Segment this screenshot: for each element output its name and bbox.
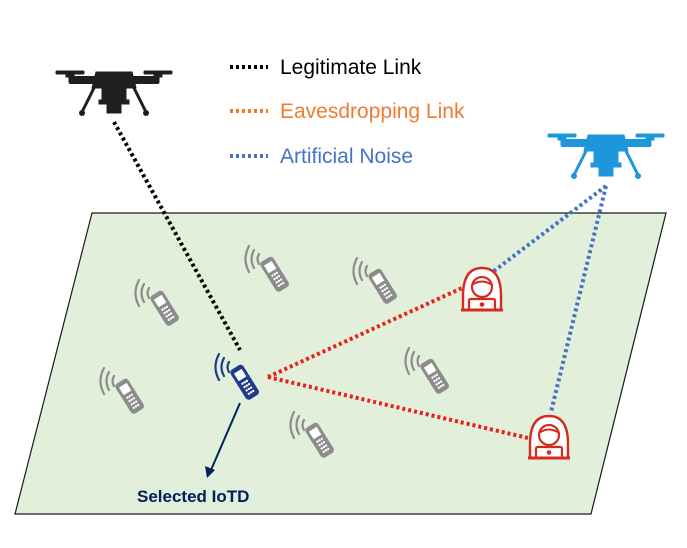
eavesdropper-icon — [526, 414, 572, 460]
selected-iotd-arrow — [210, 402, 241, 471]
legend-legitimate-label: Legitimate Link — [280, 56, 422, 79]
eavesdropping-link-line-2 — [267, 375, 529, 440]
ground-area — [14, 212, 667, 515]
legend-eavesdropping-label: Eavesdropping Link — [280, 100, 465, 123]
artificial-noise-line-2 — [549, 185, 608, 413]
legitimate-link-line — [112, 121, 242, 351]
artificial-noise-line-1 — [488, 184, 608, 276]
selected-iotd-arrowhead — [205, 466, 215, 478]
selected-iotd-caption: Selected IoTD — [137, 487, 249, 506]
eavesdropper-icon — [459, 266, 505, 312]
legend-noise-label: Artificial Noise — [280, 145, 413, 168]
jammer-drone-icon — [546, 132, 666, 180]
legitimate-drone-icon — [54, 69, 174, 117]
links — [112, 121, 608, 440]
legend: Legitimate Link Eavesdropping Link Artif… — [230, 56, 465, 168]
